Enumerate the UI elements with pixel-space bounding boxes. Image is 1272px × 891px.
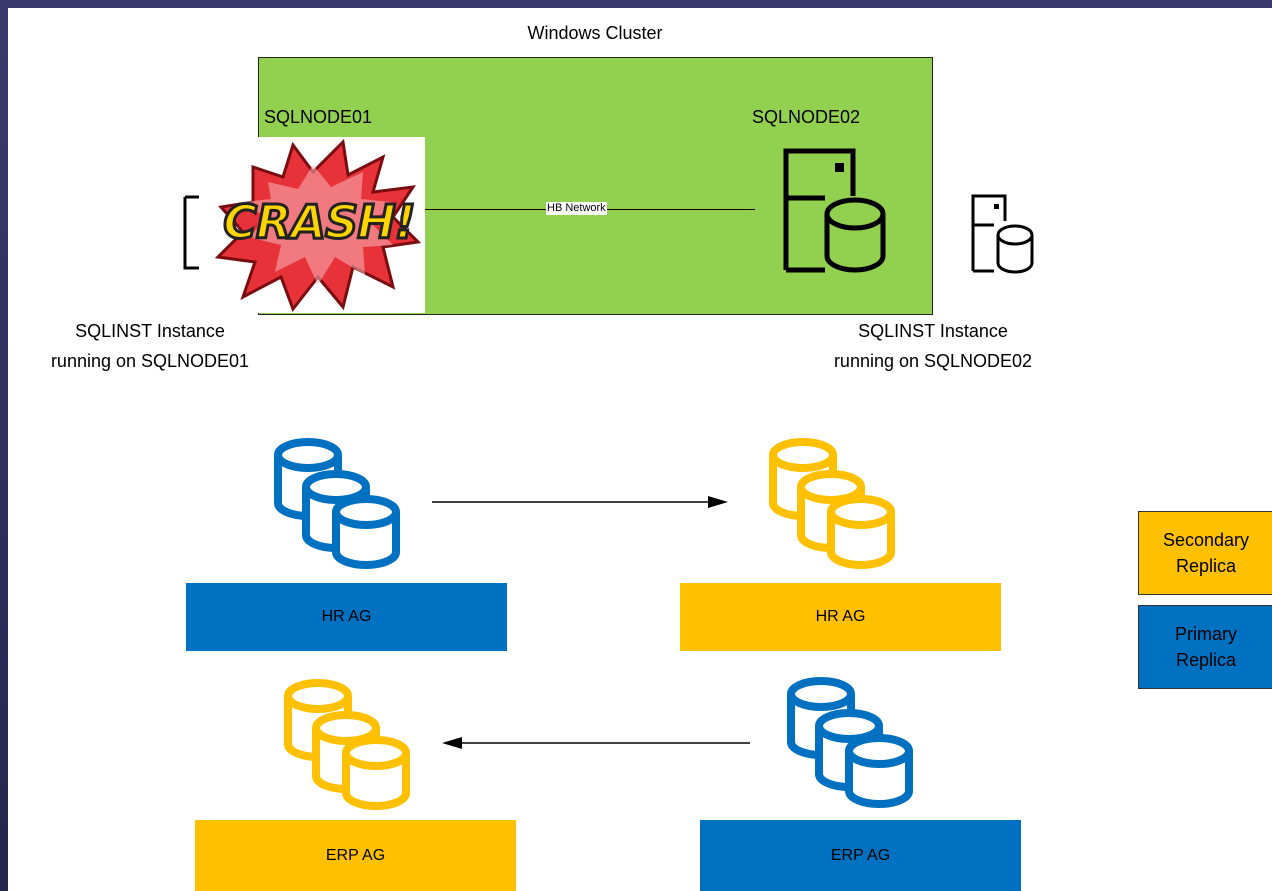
instance-label-left-line1: SQLINST Instance <box>75 321 225 341</box>
hb-network-label: HB Network <box>546 202 607 215</box>
crash-burst-icon <box>214 138 422 313</box>
cluster-title: Windows Cluster <box>527 23 663 43</box>
database-stack-icon <box>787 677 913 808</box>
hr-ag-secondary-bar: HR AG <box>680 583 1001 651</box>
node1-name: SQLNODE01 <box>264 107 373 127</box>
crash-graphic: CRASH! <box>213 137 425 313</box>
database-stack-icon <box>284 679 410 810</box>
server-database-icon <box>971 194 1034 274</box>
database-stack-icon <box>274 438 400 569</box>
legend-primary-replica: Primary Replica <box>1138 605 1272 689</box>
erp-ag-primary-bar: ERP AG <box>700 820 1021 891</box>
database-stack-icon <box>769 438 895 569</box>
crash-text: CRASH! <box>222 194 417 251</box>
replication-arrow-right <box>432 496 728 508</box>
replication-arrow-left <box>442 737 750 749</box>
server-database-icon <box>783 148 886 273</box>
erp-ag-secondary-bar: ERP AG <box>195 820 516 891</box>
server-icon <box>183 195 199 270</box>
legend-secondary-replica: Secondary Replica <box>1138 511 1272 595</box>
instance-label-right-line1: SQLINST Instance <box>858 321 1008 341</box>
instance-label-right-line2: running on SQLNODE02 <box>833 351 1033 371</box>
hr-ag-primary-bar: HR AG <box>186 583 507 651</box>
instance-label-left-line2: running on SQLNODE01 <box>50 351 250 371</box>
node2-name: SQLNODE02 <box>752 107 861 127</box>
